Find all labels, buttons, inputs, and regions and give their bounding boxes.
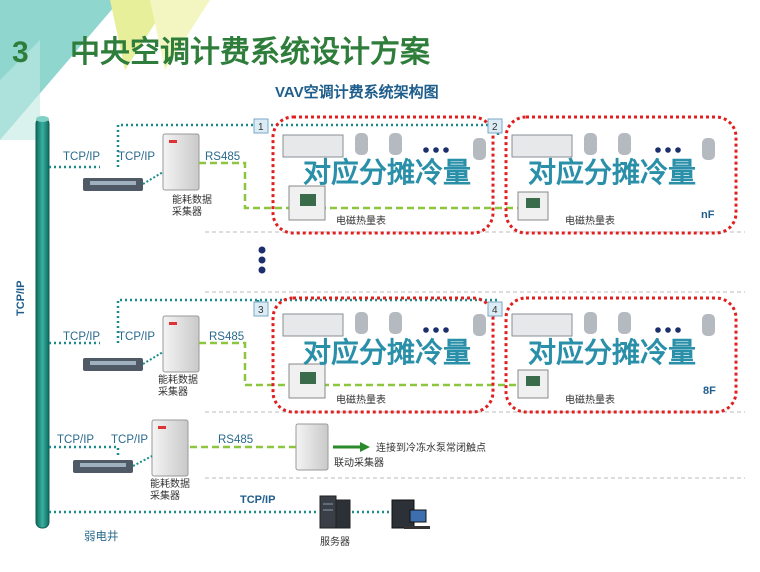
tcp-label: TCP/IP [111,434,148,446]
floor-label: nF [701,209,715,221]
zone-title: 对应分摊冷量 [528,156,696,188]
zone-box [271,296,495,414]
tcp-label: TCP/IP [240,494,275,506]
zone-box [271,115,495,235]
backbone-label: TCP/IP [15,281,27,316]
server-icon [319,495,351,529]
more-floors-dots [258,246,266,274]
network-switch [83,178,143,191]
collector-cabinet [162,315,200,373]
rs485-label: RS485 [218,434,253,446]
meter-label: 电磁热量表 [565,393,615,406]
page-title: 中央空调计费系统设计方案 [70,35,431,69]
vav-controller [282,313,344,337]
linkage-label: 联动采集器 [334,456,384,469]
tcp-label: TCP/IP [63,151,100,163]
floor-row-nF: TCP/IP TCP/IP 能耗数据采集器 RS485 1 对应分摊冷量 电磁热… [49,115,738,235]
pump-linkage-row: TCP/IP TCP/IP 能耗数据采集器 RS485 联动采集器 连接到冷冻水… [49,419,486,502]
collector-label: 能耗数据采集器 [172,193,212,218]
tcp-label: TCP/IP [63,331,100,343]
arrow-text: 连接到冷冻水泵常闭触点 [376,441,486,454]
backbone-pipe [35,116,50,529]
zone-index: 4 [492,305,498,316]
vav-controller [511,134,573,158]
meter-label: 电磁热量表 [336,393,386,406]
shaft-label: 弱电井 [84,529,119,543]
computer-icon [391,499,430,529]
rs485-label: RS485 [209,331,244,343]
tcp-label: TCP/IP [118,331,155,343]
collector-cabinet [162,133,200,191]
tcp-label: TCP/IP [57,434,94,446]
network-switch [83,358,143,371]
floor-label: 8F [703,385,716,397]
zone-box [504,115,738,235]
tcp-label: TCP/IP [118,151,155,163]
zone-box [504,296,738,414]
rs485-label: RS485 [205,151,240,163]
vav-controller [282,134,344,158]
collector-cabinet [151,419,189,477]
server-row: TCP/IP 服务器 [49,494,430,548]
header-number: 3 [12,36,29,69]
zone-title: 对应分摊冷量 [303,336,471,368]
heat-meter [517,191,549,221]
meter-label: 电磁热量表 [565,214,615,227]
network-switch [73,460,133,473]
zone-index: 2 [492,122,498,133]
vav-controller [511,313,573,337]
corner-decoration [0,0,210,140]
zone-index: 1 [258,122,264,133]
collector-label: 能耗数据采集器 [150,477,190,502]
linkage-collector [295,423,329,471]
zone-index: 3 [258,305,264,316]
collector-label: 能耗数据采集器 [158,373,198,398]
zone-title: 对应分摊冷量 [303,156,471,188]
floor-row-8F: TCP/IP TCP/IP 能耗数据采集器 RS485 3 对应分摊冷量 电磁热… [49,296,738,414]
zone-title: 对应分摊冷量 [528,336,696,368]
meter-label: 电磁热量表 [336,214,386,227]
server-label: 服务器 [320,535,350,548]
diagram-title: VAV空调计费系统架构图 [275,83,439,101]
